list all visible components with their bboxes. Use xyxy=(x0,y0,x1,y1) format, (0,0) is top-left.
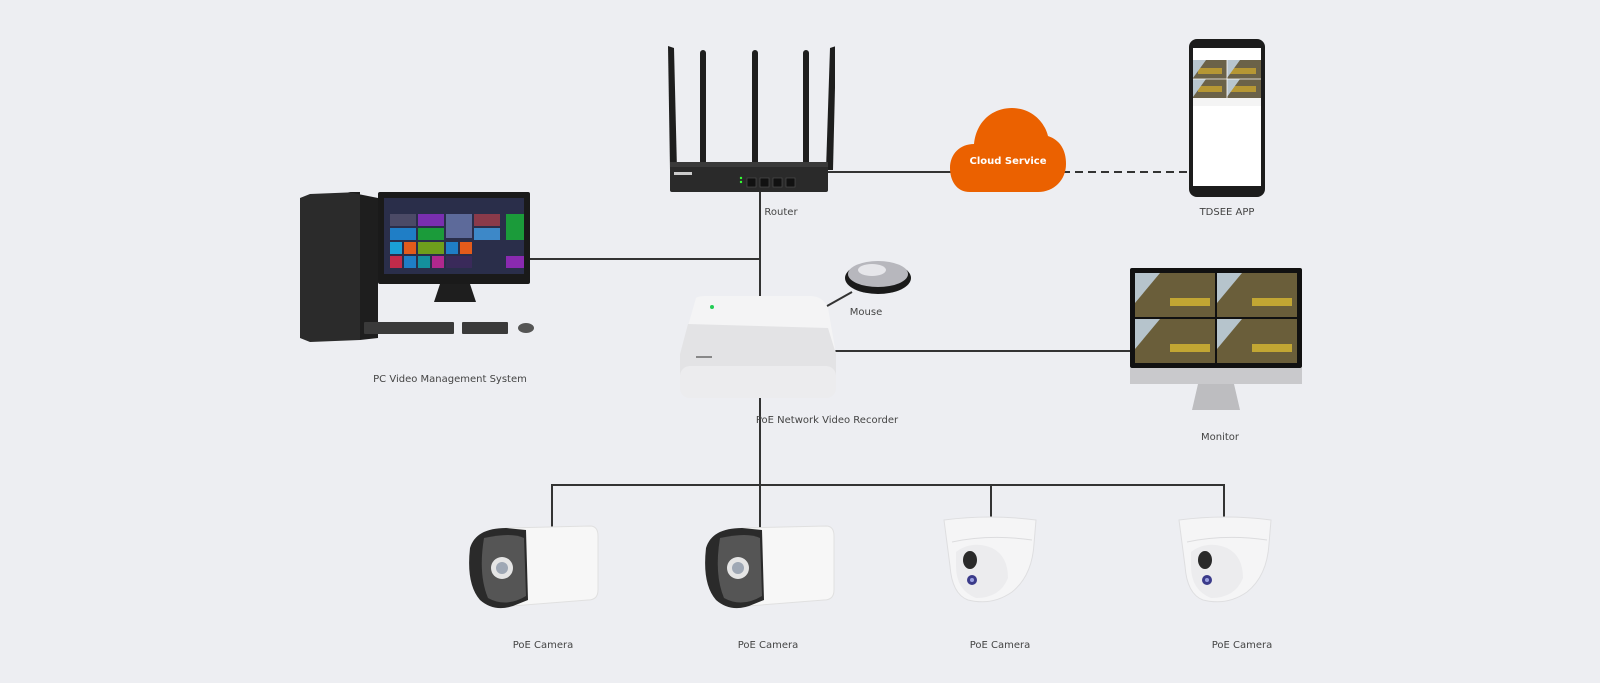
pc-node xyxy=(300,190,590,350)
monitor-node xyxy=(1130,268,1302,414)
camera-label-1: PoE Camera xyxy=(512,640,574,651)
app-node xyxy=(1188,38,1266,198)
bullet-camera-icon xyxy=(705,525,835,609)
camera-node-3 xyxy=(942,516,1038,606)
cloud-node[interactable]: Cloud Service xyxy=(950,108,1066,194)
camera-node-4 xyxy=(1177,516,1273,606)
pc-label: PC Video Management System xyxy=(373,374,527,385)
dome-camera-icon xyxy=(943,516,1037,603)
mouse-icon xyxy=(845,261,911,294)
cloud-label: Cloud Service xyxy=(969,156,1047,167)
desktop-pc-icon xyxy=(300,192,534,342)
dome-camera-icon xyxy=(1178,516,1272,603)
monitor-label: Monitor xyxy=(1200,432,1240,443)
camera-label-3: PoE Camera xyxy=(969,640,1031,651)
nvr-node xyxy=(678,294,838,402)
camera-label-4: PoE Camera xyxy=(1211,640,1273,651)
nvr-label: PoE Network Video Recorder xyxy=(755,415,899,426)
smartphone-icon xyxy=(1189,39,1265,197)
cloud-icon xyxy=(950,108,1066,192)
nvr-icon xyxy=(680,296,836,398)
camera-node-2 xyxy=(702,524,836,612)
router-icon xyxy=(668,46,836,192)
wire-camera-bus xyxy=(551,484,1225,530)
mouse-node xyxy=(842,258,912,300)
monitor-icon xyxy=(1130,268,1302,410)
app-label: TDSEE APP xyxy=(1199,207,1255,218)
router-node xyxy=(660,44,836,196)
mouse-label: Mouse xyxy=(849,307,883,318)
camera-label-2: PoE Camera xyxy=(737,640,799,651)
bullet-camera-icon xyxy=(469,525,599,609)
router-label: Router xyxy=(764,207,798,218)
camera-node-1 xyxy=(466,524,600,612)
